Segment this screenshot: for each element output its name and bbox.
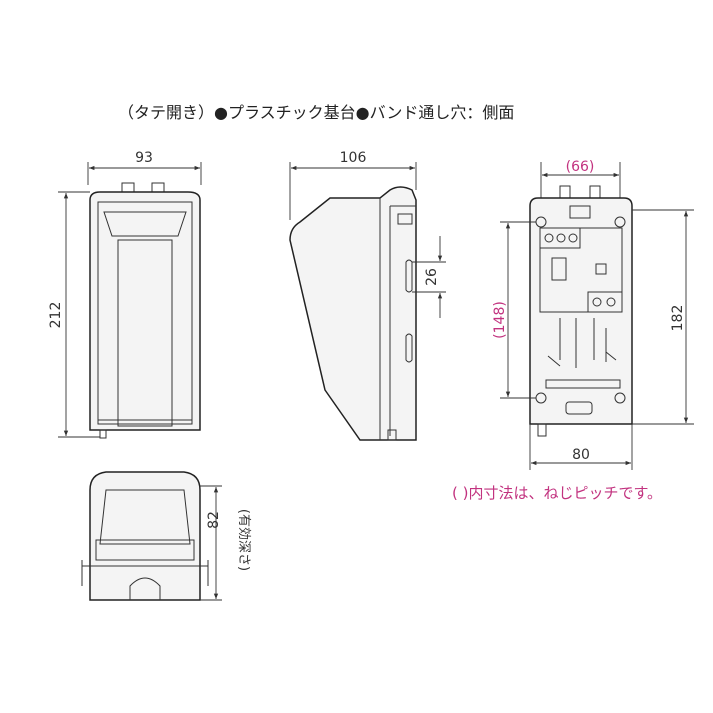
side-slot-label: 26 — [424, 268, 440, 286]
base-bottom-tab — [537, 423, 547, 437]
base-lower-bar — [545, 379, 621, 389]
terminal-screw-3 — [568, 233, 578, 243]
front-center-panel — [117, 239, 173, 427]
front-inner-frame — [97, 201, 193, 425]
base-bottom-slot — [565, 401, 593, 415]
base-pitchx-label: (66) — [566, 159, 595, 175]
breaker-terminal-top — [539, 227, 581, 249]
side-bottom-tab — [387, 429, 397, 441]
side-hinge — [397, 213, 413, 225]
side-lid — [289, 186, 417, 441]
base-height-label: 182 — [670, 305, 686, 332]
base-rib-diagonals — [547, 351, 617, 367]
pitch-note: ( )内寸法は、ねじピッチです。 — [452, 484, 662, 502]
front-height-label: 212 — [48, 302, 64, 329]
bottom-band — [95, 539, 195, 561]
terminal-screw-5 — [606, 297, 616, 307]
side-band-slot-lower — [405, 333, 413, 363]
base-body — [529, 197, 633, 425]
bottom-view: 82 (有効深さ) — [81, 471, 251, 601]
front-view: 93 212 — [48, 150, 202, 439]
base-pitchy-label: (148) — [492, 301, 508, 339]
terminal-screw-2 — [556, 233, 566, 243]
side-band-slot-upper — [405, 259, 413, 293]
breaker-module — [539, 227, 623, 313]
base-top-notch — [569, 205, 591, 219]
bottom-depth-label: 82 — [206, 511, 222, 529]
front-top-bevel — [103, 211, 187, 237]
bottom-depth-note: (有効深さ) — [236, 509, 251, 571]
front-bottom-tab — [99, 429, 107, 439]
terminal-screw-1 — [544, 233, 554, 243]
base-view: (66) (148) — [492, 159, 694, 470]
side-view: 106 26 — [289, 150, 446, 441]
breaker-terminal-bottom — [587, 291, 623, 313]
breaker-test-button — [595, 263, 607, 275]
base-width-label: 80 — [572, 447, 590, 463]
front-width-label: 93 — [135, 150, 153, 166]
bottom-knockout — [129, 577, 161, 600]
diagram-title: （タテ開き）●プラスチック基台●バンド通し穴：側面 — [118, 103, 514, 122]
breaker-toggle — [551, 257, 567, 281]
base-screw-bottom-right — [614, 392, 626, 404]
base-screw-top-right — [614, 216, 626, 228]
bottom-top-face — [99, 489, 191, 545]
front-body — [89, 191, 201, 431]
terminal-screw-4 — [592, 297, 602, 307]
bottom-body — [89, 471, 201, 601]
side-depth-label: 106 — [340, 150, 367, 166]
